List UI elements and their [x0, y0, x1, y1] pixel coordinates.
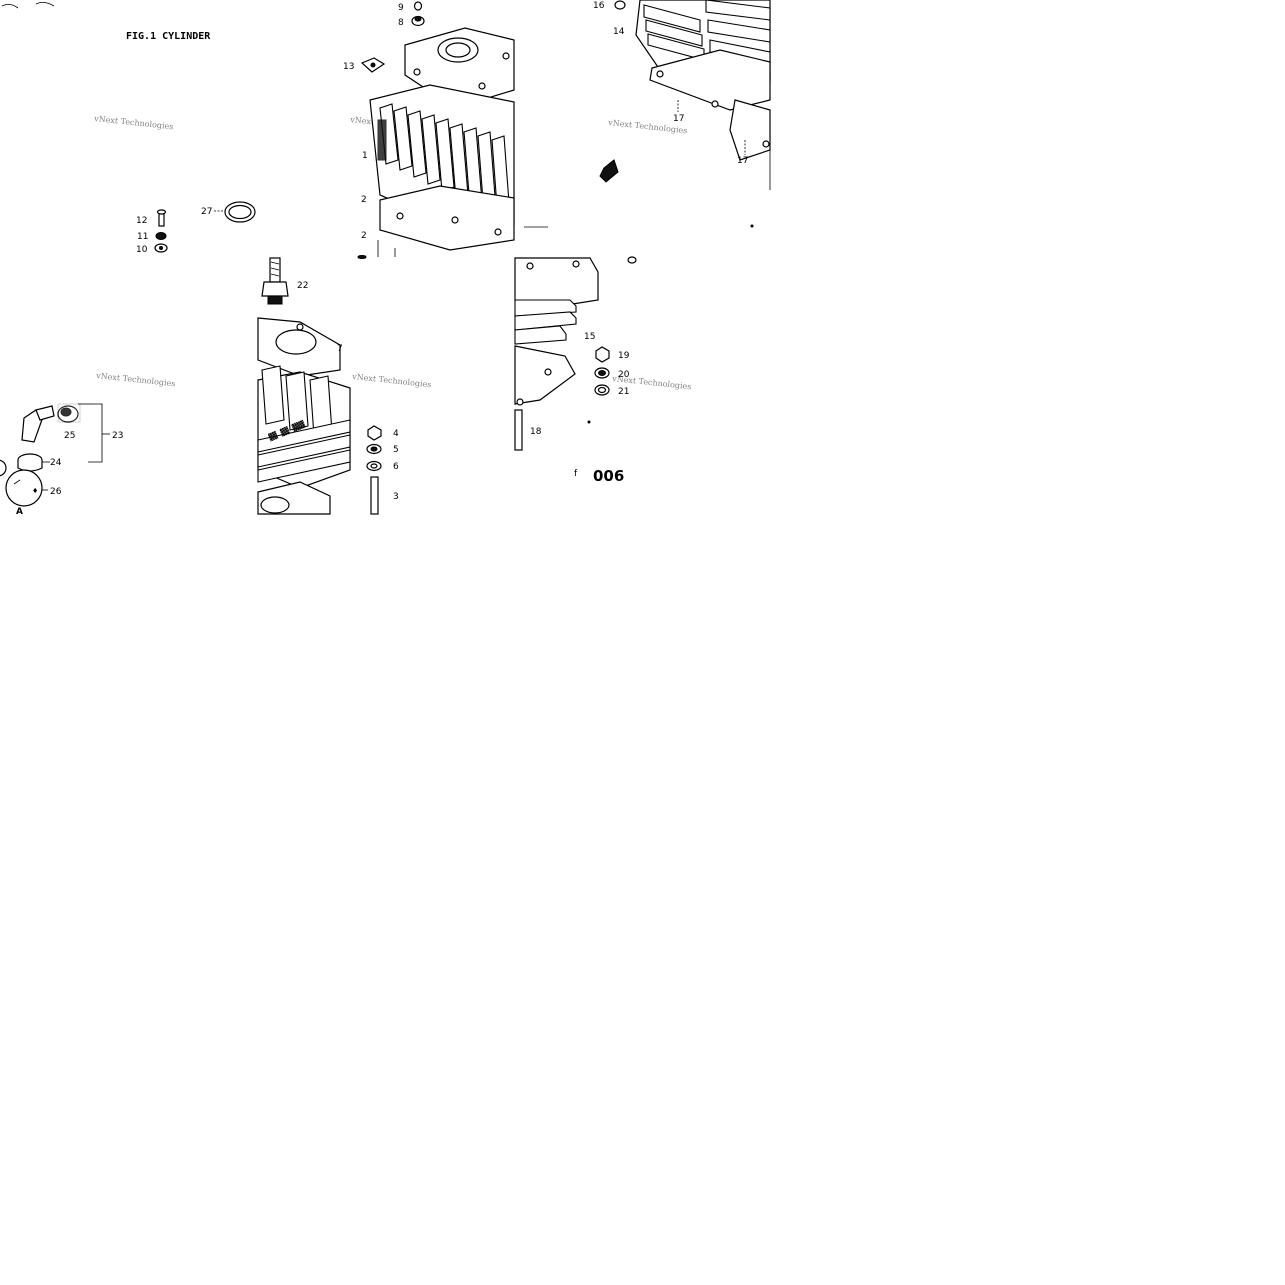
callout-16: 16 [593, 1, 605, 11]
clip-fragment [599, 159, 619, 183]
cylinder-base-right [514, 256, 637, 406]
callout-22: 22 [297, 281, 308, 291]
ring-fragment [0, 459, 7, 477]
nut-9 [413, 1, 423, 11]
callout-12: 12 [136, 216, 147, 226]
nut-4 [367, 425, 382, 441]
plug-cap-elbow [21, 409, 45, 443]
cylinder-head-right [635, 0, 771, 190]
callout-27: 27 [201, 207, 212, 217]
base-gasket-15 [514, 345, 576, 405]
figure-title: FIG.1 CYLINDER [126, 31, 211, 42]
gasket-17 [649, 49, 771, 111]
watermark: vNext Technologies [95, 371, 176, 388]
callout-10: 10 [136, 245, 148, 255]
callout-14: 14 [613, 27, 625, 37]
nut-washer-stud-stack [366, 425, 382, 515]
callout-6: 6 [393, 462, 399, 472]
corner-fragment [1, 2, 55, 9]
watermark: vNext Technologies [93, 114, 174, 131]
callout-23: 23 [112, 431, 123, 441]
callout-17: 17 [673, 114, 684, 124]
small-f-mark: f [574, 469, 578, 479]
callout-15: 15 [584, 332, 595, 342]
head-gasket [379, 185, 515, 251]
callout-2: 2 [361, 195, 367, 205]
spark-plug-22 [261, 257, 289, 305]
callout-1: 1 [362, 151, 368, 161]
head-cap-nuts [360, 1, 425, 73]
stud-18 [514, 409, 523, 451]
letter-a-mark: A [16, 507, 23, 517]
callout-21: 21 [618, 387, 629, 397]
watermark: vNext Technologies [351, 372, 432, 389]
washer-11 [155, 232, 167, 240]
nut-19 [595, 346, 610, 363]
callout-26: 26 [50, 487, 62, 497]
callout-4: 4 [393, 429, 399, 439]
bolt-washer-stack [154, 209, 168, 253]
nut-washer-stack-right [587, 346, 610, 424]
callout-13: 13 [343, 62, 354, 72]
callout-3: 3 [393, 492, 399, 502]
cover-mark: ♦ [32, 487, 38, 495]
callout-18: 18 [530, 427, 542, 437]
page-number: 006 [593, 467, 624, 485]
plug-cap-assembly: ♦ [0, 403, 110, 507]
callout-25: 25 [64, 431, 75, 441]
ring-16 [614, 0, 626, 10]
callout-8: 8 [398, 18, 404, 28]
callout-5: 5 [393, 445, 399, 455]
callout-19: 19 [618, 351, 630, 361]
callout-7: 7 [337, 344, 343, 354]
stud-3 [370, 476, 379, 515]
callout-9: 9 [398, 3, 404, 13]
callout-20: 20 [618, 370, 630, 380]
callout-17: 17 [737, 156, 748, 166]
callout-2: 2 [361, 231, 367, 241]
cover-26 [5, 469, 43, 507]
callout-24: 24 [50, 458, 62, 468]
cylinder-head-lower: ▓▓ ▓▓ ▓▓▓ [257, 317, 351, 515]
cylinder-head [357, 27, 515, 259]
callout-11: 11 [137, 232, 148, 242]
